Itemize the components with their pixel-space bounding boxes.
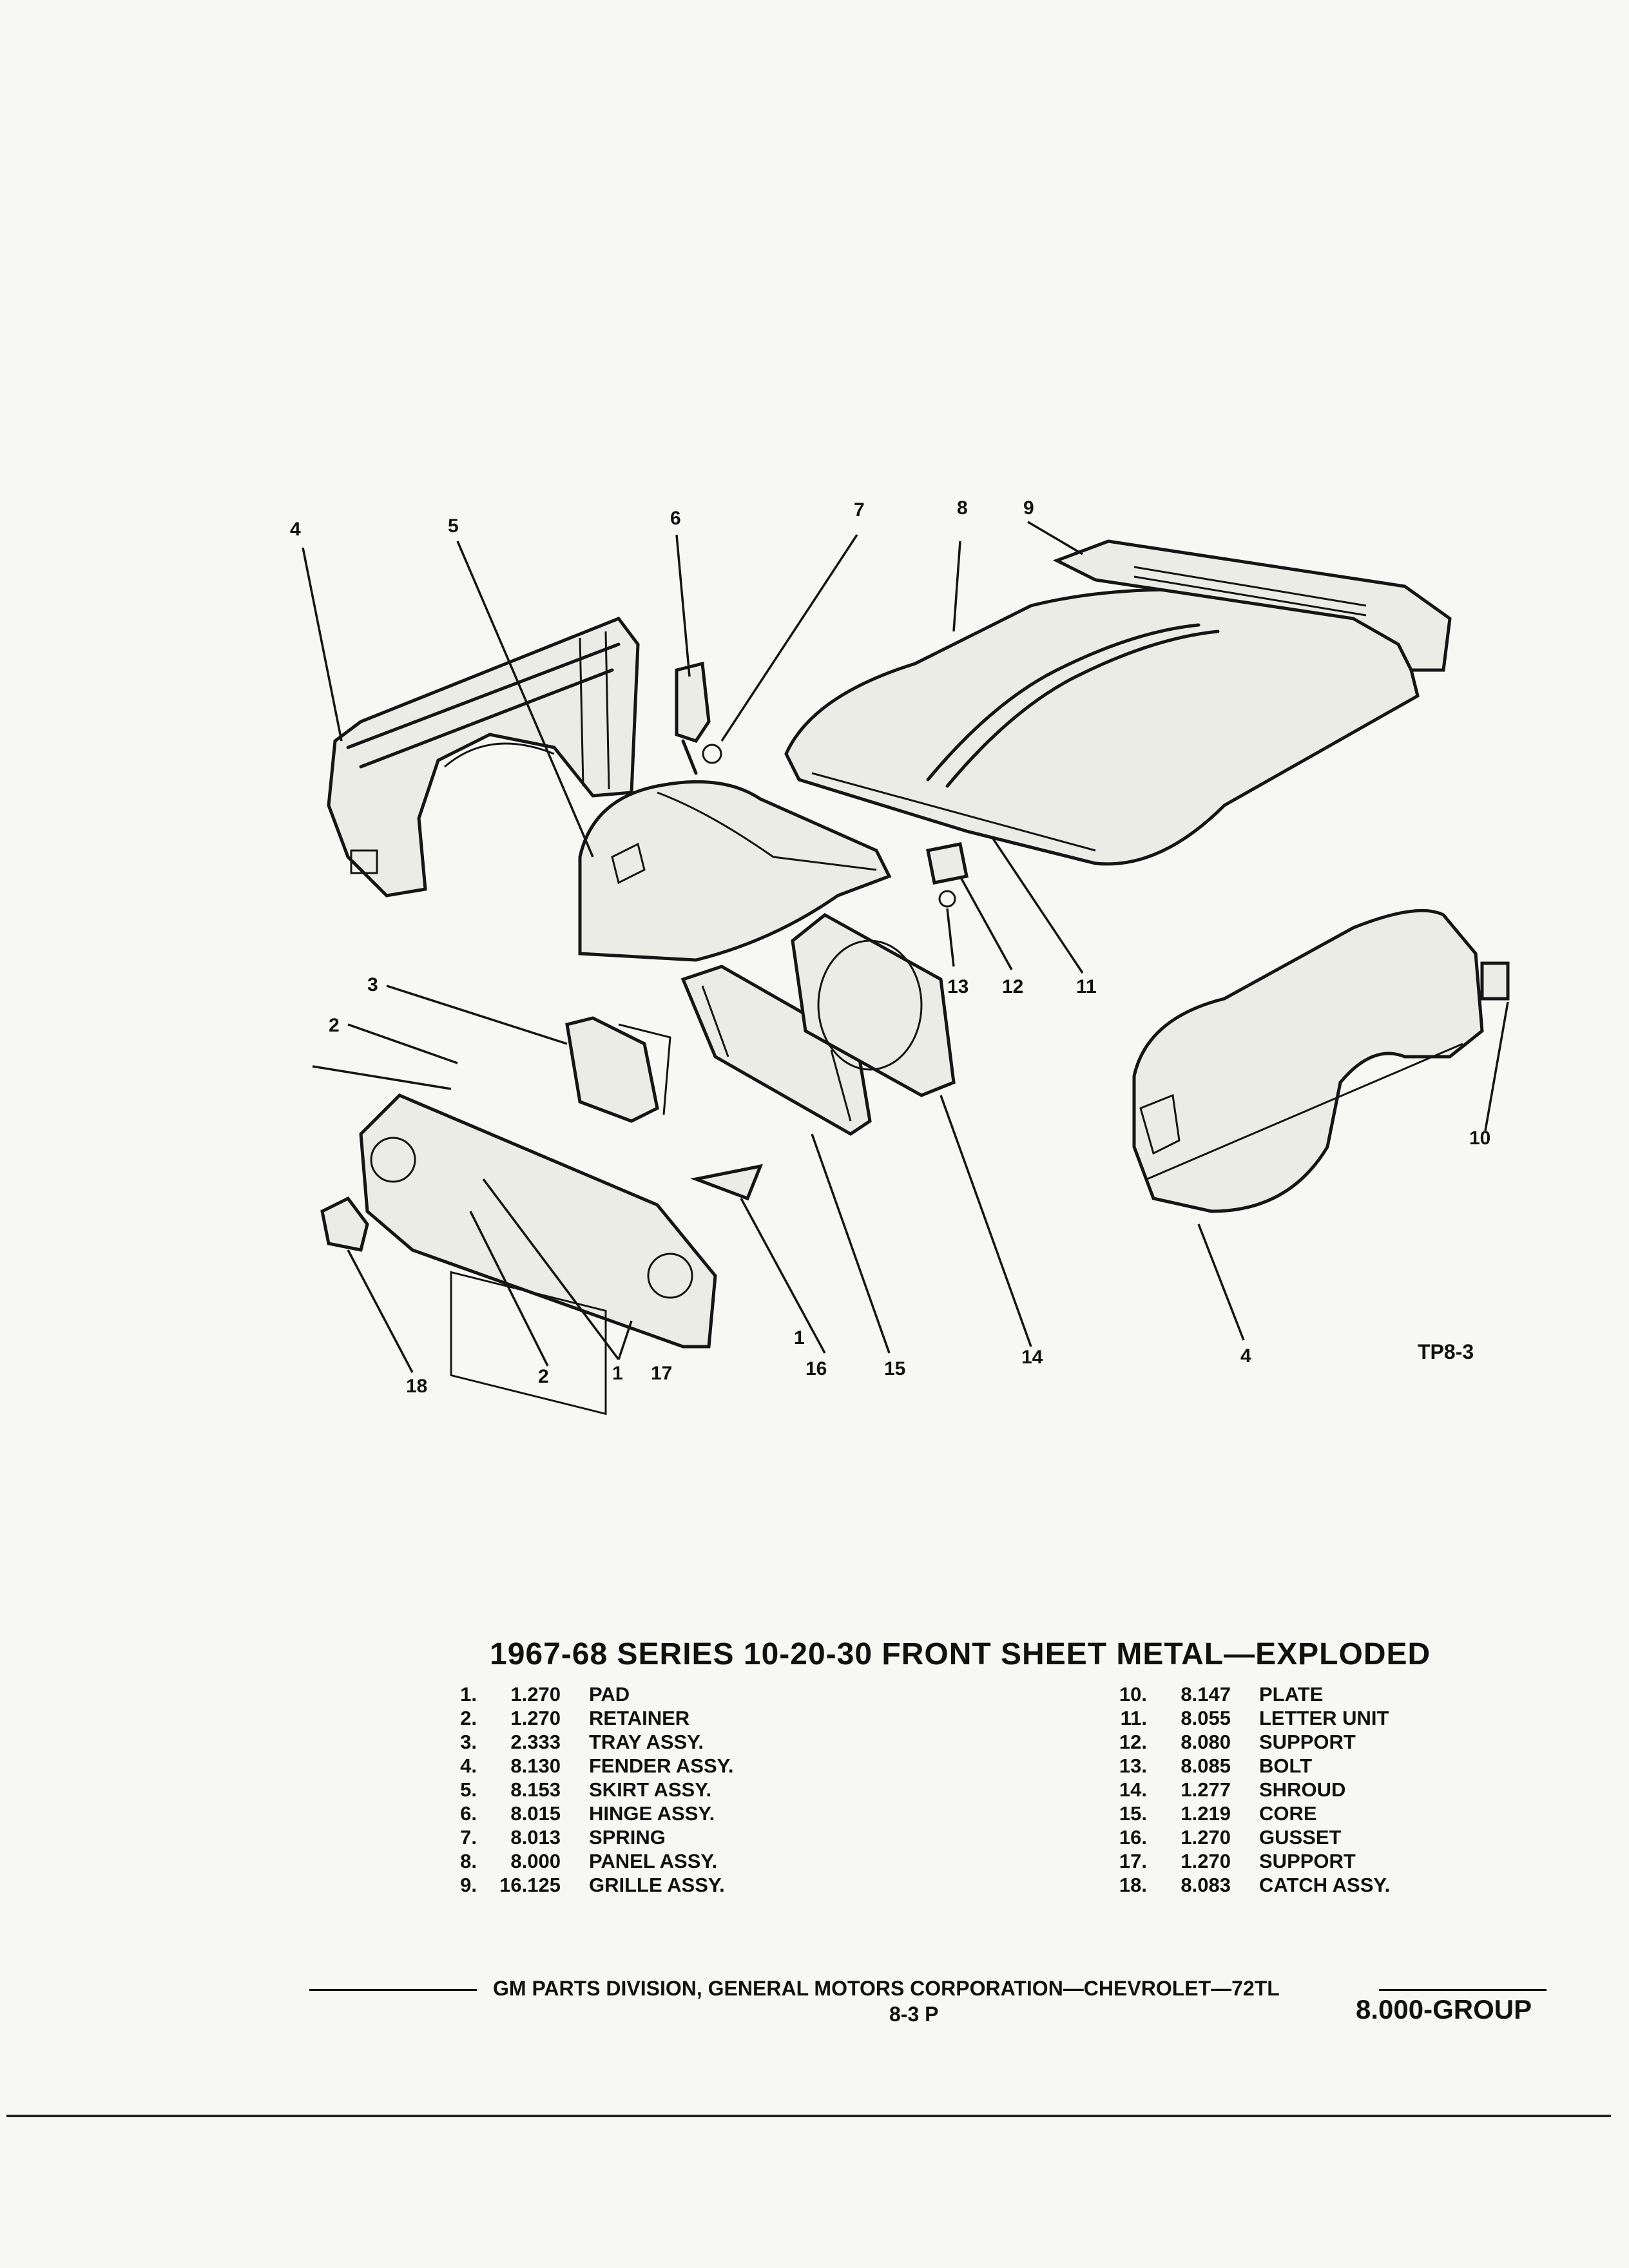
callout-5: 5 (448, 515, 459, 537)
shroud-drawing (791, 913, 956, 1097)
callout-2-lower: 2 (538, 1366, 549, 1387)
figure-id: TP8-3 (1418, 1340, 1474, 1363)
callout-16: 16 (805, 1358, 827, 1379)
callout-8: 8 (957, 497, 968, 519)
gusset-drawing (689, 1164, 764, 1201)
callout-4-right: 4 (1240, 1345, 1251, 1367)
callout-3: 3 (367, 974, 378, 995)
hood-panel-drawing (784, 588, 1420, 866)
exploded-diagram (302, 521, 1510, 1416)
callout-13: 13 (947, 976, 969, 997)
plate-drawing (1480, 961, 1510, 1001)
callout-4-left: 4 (290, 519, 301, 540)
callout-17: 17 (651, 1363, 673, 1384)
footer-rule-right (1379, 1989, 1547, 1991)
radiator-core-drawing (680, 965, 872, 1136)
footer-rule-left (309, 1989, 477, 1991)
skirt-drawing (578, 780, 892, 962)
page-number: 8-3 P (889, 2003, 939, 2026)
callout-1-lower: 1 (612, 1363, 623, 1384)
callout-12: 12 (1002, 976, 1024, 997)
support-drawing (926, 842, 969, 885)
left-fender-drawing (327, 616, 640, 898)
callout-1: 1 (794, 1327, 805, 1349)
tray-drawing (565, 1016, 671, 1123)
bolt-drawing (938, 890, 956, 908)
callout-14: 14 (1021, 1347, 1043, 1368)
right-fender-drawing (1132, 908, 1484, 1213)
hinge-spring-drawing (675, 661, 722, 775)
leader-lines (302, 521, 1509, 1373)
callout-2: 2 (329, 1015, 340, 1036)
callout-10: 10 (1469, 1128, 1491, 1149)
catch-drawing (320, 1196, 369, 1252)
page-title: 1967-68 SERIES 10-20-30 FRONT SHEET META… (490, 1637, 1431, 1671)
group-label: 8.000-GROUP (1356, 1994, 1532, 2024)
callout-15: 15 (884, 1358, 906, 1379)
callout-18: 18 (406, 1376, 428, 1397)
radiator-support-drawing (359, 1093, 717, 1416)
bottom-rule (6, 2115, 1611, 2117)
callout-7: 7 (854, 499, 865, 521)
callout-11: 11 (1076, 976, 1097, 997)
callout-6: 6 (670, 508, 681, 529)
footer-publisher: GM PARTS DIVISION, GENERAL MOTORS CORPOR… (493, 1977, 1280, 2000)
grille-drawing (1052, 539, 1452, 672)
callout-9: 9 (1023, 497, 1034, 519)
